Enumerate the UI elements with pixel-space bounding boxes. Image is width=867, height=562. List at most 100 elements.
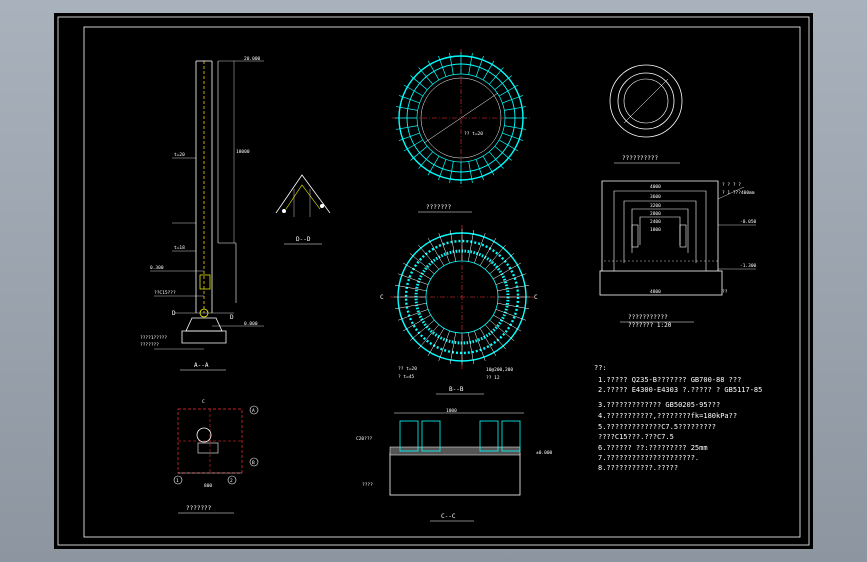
found-elev-1: -0.050 <box>740 219 757 225</box>
rebar-line <box>410 146 428 161</box>
rebar-line <box>468 229 475 262</box>
section-cc-title: C--C <box>441 513 456 520</box>
notes-line-7: 6.?????? ??:????????? 25mm <box>598 444 708 452</box>
rebar-line <box>438 233 450 264</box>
rebar-line <box>438 159 447 181</box>
detail-dd: D--D <box>275 174 331 245</box>
rebar-line <box>395 125 418 130</box>
rebar-line <box>479 237 497 266</box>
rebar-line <box>475 159 484 181</box>
notes-line-8: 7.?????????????????????. <box>598 454 699 462</box>
rebar-line <box>394 303 427 310</box>
section-bb-view: C C ?? t=20 ? t=45 10@200,200 ?? 12 B--B <box>380 225 538 395</box>
rebar-line <box>418 324 440 350</box>
elev-height-dim: 18000 <box>236 149 250 155</box>
rebar-line <box>427 328 445 357</box>
rebar-line <box>398 273 429 285</box>
rebar-line <box>502 95 524 104</box>
rebar-line <box>504 125 527 130</box>
rebar-line <box>484 244 506 270</box>
rebar-line <box>498 139 519 152</box>
rebar-line <box>449 332 456 365</box>
rebar-line <box>497 284 530 291</box>
rebar-line <box>468 332 475 365</box>
rebar-line <box>495 309 526 321</box>
notes-block: ??: 1.????? Q235-B??????? GB700-88 ??? 2… <box>594 364 762 472</box>
bb-callout-3: 10@200,200 <box>486 367 513 373</box>
base-plan-title: ??????? <box>186 505 212 512</box>
rebar-line <box>468 52 473 75</box>
foundation-title: ??????????? <box>628 314 668 321</box>
rebar-line <box>409 253 435 275</box>
found-dim-0: 4000 <box>650 184 661 190</box>
bb-label-c-left: C <box>380 294 384 301</box>
section-bb-title: B--B <box>449 386 464 393</box>
drawing-sheet[interactable]: 20.000 18000 t=20 t=18 0.300 ??C15??? 0.… <box>54 13 813 549</box>
foundation-subtitle: ??????? 1:20 <box>628 322 672 329</box>
found-dim-5: 1800 <box>650 227 661 233</box>
rebar-line <box>494 75 512 90</box>
elev-top-label: 20.000 <box>244 56 261 62</box>
found-dim-4: 2400 <box>650 219 661 225</box>
chimney-plan-view: ?? t=20 ??????? <box>392 49 530 213</box>
notes-line-5: 5.?????????????C7.5????????? <box>598 423 716 431</box>
small-ring-view: ?????????? <box>609 64 683 164</box>
found-dim-6: 4800 <box>650 289 661 295</box>
base-dim: 800 <box>204 483 212 489</box>
found-dim-1: 3600 <box>650 194 661 200</box>
elevation-title: A--A <box>194 362 209 369</box>
rebar-line <box>482 60 495 81</box>
rebar-line <box>410 75 428 90</box>
elev-note-1: ??C15??? <box>154 290 176 296</box>
rebar-line <box>474 233 486 264</box>
found-dim-3: 2800 <box>650 211 661 217</box>
rebar-line <box>449 52 454 75</box>
elev-mark-d-right: D <box>230 314 234 321</box>
elevation-view: 20.000 18000 t=20 t=18 0.300 ??C15??? 0.… <box>140 56 264 371</box>
rebar-line <box>398 132 420 141</box>
rebar-line <box>427 60 440 81</box>
rebar-line <box>403 84 424 97</box>
inner-frame <box>83 26 801 538</box>
elev-base-label: 0.000 <box>244 321 258 327</box>
cc-bottom-label: ???? <box>362 482 373 488</box>
rebar-line <box>468 161 473 184</box>
rebar-line <box>395 106 418 111</box>
base-axis-c: C <box>202 399 205 405</box>
elev-note-3: ??????? <box>140 342 159 348</box>
rebar-line <box>402 314 431 332</box>
rebar-line <box>449 161 454 184</box>
bb-label-c-right: C <box>534 294 538 301</box>
rebar-line <box>502 132 524 141</box>
found-elev-2: -1.300 <box>740 263 757 269</box>
found-right-label: ? 1 ???400mm <box>722 190 755 196</box>
rebar-line <box>498 84 519 97</box>
rebar-line <box>427 155 440 176</box>
rebar-line <box>394 284 427 291</box>
found-bottom-note: ?? <box>722 289 728 295</box>
rebar-line <box>493 262 522 280</box>
bb-callout-4: ?? 12 <box>486 375 500 381</box>
rebar-line <box>479 328 497 357</box>
notes-title: ??: <box>594 364 607 372</box>
rebar-line <box>504 106 527 111</box>
rebar-line <box>418 244 440 270</box>
cc-left-label: C20??? <box>356 436 373 442</box>
plan-view-title: ??????? <box>426 204 452 211</box>
base-axis-1: 1 <box>176 478 179 484</box>
rebar-line <box>489 151 504 169</box>
rebar-line <box>427 237 445 266</box>
rebar-line <box>474 330 486 361</box>
elev-thickness-label: t=20 <box>174 152 185 158</box>
notes-line-9: 8.???????????.????? <box>598 464 678 472</box>
found-right-top: ? ? ? ? <box>722 182 741 188</box>
rebar-line <box>418 151 433 169</box>
rebar-line <box>449 229 456 262</box>
cc-right-elev: ±0.000 <box>536 450 553 456</box>
rebar-line <box>489 253 515 275</box>
cad-drawing: 20.000 18000 t=20 t=18 0.300 ??C15??? 0.… <box>57 16 810 546</box>
bb-callout-1: ?? t=20 <box>398 366 417 372</box>
outer-frame <box>57 16 810 546</box>
rebar-line <box>489 67 504 85</box>
